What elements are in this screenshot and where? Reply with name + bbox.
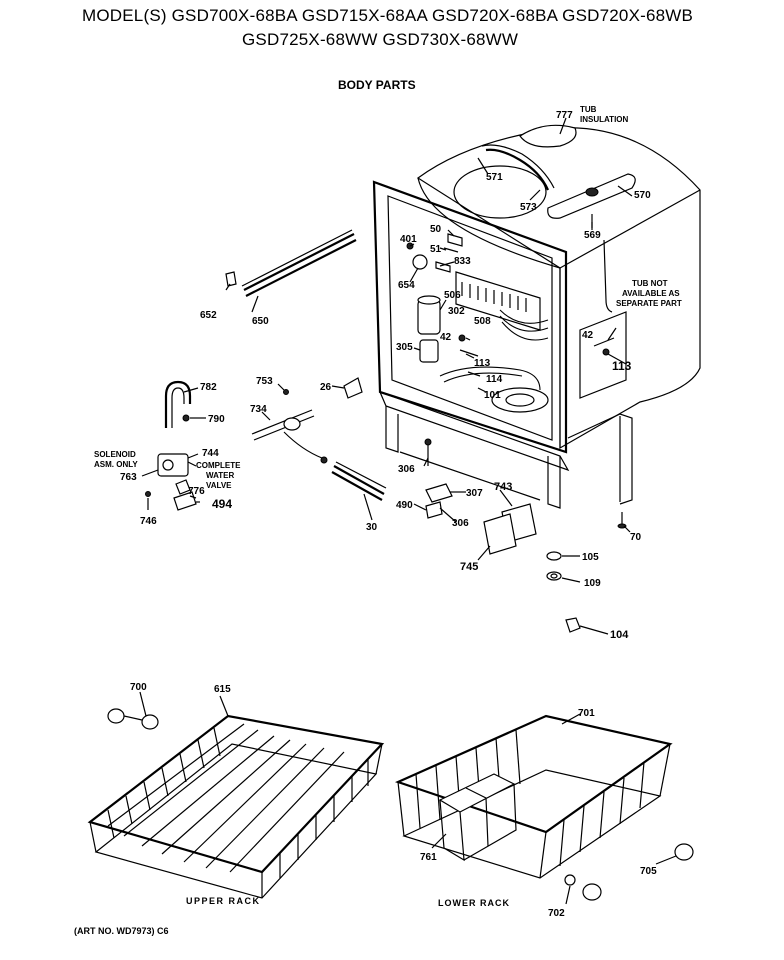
leader-lines <box>139 117 677 905</box>
callout-782: 782 <box>200 382 217 393</box>
callout-104: 104 <box>610 629 629 641</box>
callout-702: 702 <box>548 908 565 919</box>
callout-305: 305 <box>396 342 413 353</box>
callout-745: 745 <box>460 561 478 573</box>
lower-rack-label: LOWER RACK <box>438 898 510 908</box>
rack-captions: UPPER RACK LOWER RACK <box>186 896 510 908</box>
note-complete-water-valve-3: VALVE <box>206 481 232 490</box>
callout-306-b: 306 <box>452 518 469 529</box>
callout-70: 70 <box>630 532 642 543</box>
art-number: (ART NO. WD7973) C6 <box>74 926 169 936</box>
callout-101: 101 <box>484 390 501 401</box>
callout-833: 833 <box>454 256 471 267</box>
callout-113-a: 113 <box>474 358 491 369</box>
callout-776: 776 <box>188 486 205 497</box>
note-solenoid-1: SOLENOID <box>94 450 136 459</box>
callout-51: 51 <box>430 244 442 255</box>
note-tub-not-available-1: TUB NOT <box>632 279 668 288</box>
upper-rack <box>87 708 385 899</box>
callout-30: 30 <box>366 522 378 533</box>
models-line-1: MODEL(S) GSD700X-68BA GSD715X-68AA GSD72… <box>82 6 694 25</box>
callout-569: 569 <box>584 230 601 241</box>
callout-302: 302 <box>448 306 465 317</box>
callout-743: 743 <box>494 481 512 493</box>
upper-rack-label: UPPER RACK <box>186 896 261 906</box>
callout-570: 570 <box>634 190 651 201</box>
note-solenoid-2: ASM. ONLY <box>94 460 138 469</box>
callout-306-a: 306 <box>398 464 415 475</box>
callout-401: 401 <box>400 234 417 245</box>
callout-26: 26 <box>320 382 332 393</box>
callout-490: 490 <box>396 500 413 511</box>
callout-42-a: 42 <box>440 332 452 343</box>
callout-109: 109 <box>584 578 601 589</box>
note-tub-not-available-2: AVAILABLE AS <box>622 289 680 298</box>
models-line-2: GSD725X-68WW GSD730X-68WW <box>242 30 519 49</box>
callout-701: 701 <box>578 708 595 719</box>
part-callouts: 777 TUB INSULATION 571 573 570 569 50 51… <box>94 105 682 919</box>
callout-705: 705 <box>640 866 657 877</box>
note-tub-not-available-3: SEPARATE PART <box>616 299 682 308</box>
callout-700: 700 <box>130 682 147 693</box>
callout-494: 494 <box>212 497 232 511</box>
callout-761: 761 <box>420 852 437 863</box>
callout-50: 50 <box>430 224 442 235</box>
callout-571: 571 <box>486 172 503 183</box>
callout-113-b: 113 <box>612 359 632 373</box>
callout-650: 650 <box>252 316 269 327</box>
callout-307: 307 <box>466 488 483 499</box>
lower-rack <box>394 714 694 901</box>
callout-763: 763 <box>120 472 137 483</box>
callout-615: 615 <box>214 684 231 695</box>
section-title: BODY PARTS <box>338 78 416 92</box>
callout-654: 654 <box>398 280 415 291</box>
callout-508: 508 <box>474 316 491 327</box>
note-tub-insulation-1: TUB <box>580 105 597 114</box>
callout-744: 744 <box>202 448 219 459</box>
callout-506: 506 <box>444 290 461 301</box>
callout-746: 746 <box>140 516 157 527</box>
callout-652: 652 <box>200 310 217 321</box>
callout-790: 790 <box>208 414 225 425</box>
note-complete-water-valve-2: WATER <box>206 471 235 480</box>
callout-105: 105 <box>582 552 599 563</box>
tub-assembly <box>372 124 701 509</box>
note-tub-insulation-2: INSULATION <box>580 115 629 124</box>
callout-734: 734 <box>250 404 267 415</box>
note-complete-water-valve-1: COMPLETE <box>196 461 241 470</box>
callout-573: 573 <box>520 202 537 213</box>
callout-42-b: 42 <box>582 330 594 341</box>
callout-753: 753 <box>256 376 273 387</box>
callout-777: 777 <box>556 110 573 121</box>
callout-114: 114 <box>486 374 503 385</box>
